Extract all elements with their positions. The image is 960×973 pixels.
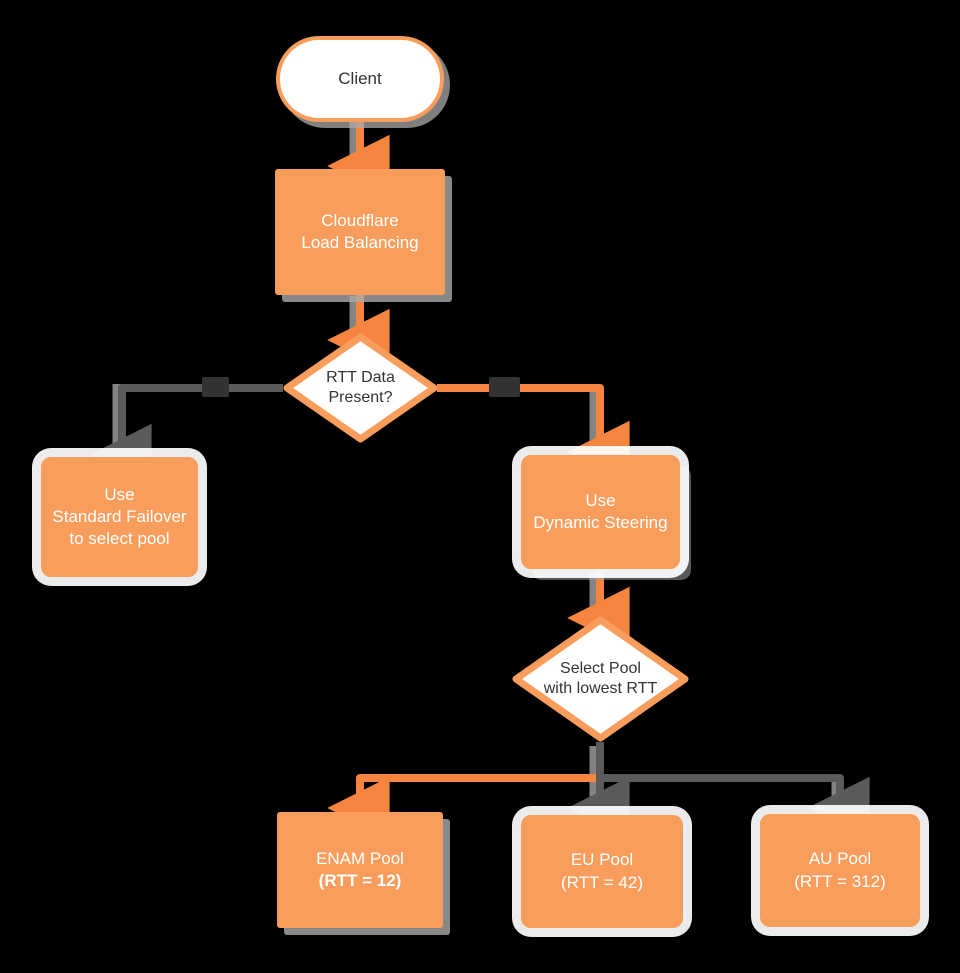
- node-cloudflare-load-balancing-label: Cloudflare Load Balancing: [301, 211, 419, 252]
- edge-label-yes: Yes: [489, 377, 521, 397]
- node-au-pool[interactable]: AU Pool (RTT = 312): [760, 814, 920, 927]
- node-select-pool-lowest-rtt[interactable]: Select Pool with lowest RTT: [512, 616, 689, 742]
- node-standard-failover-label: Use Standard Failover to select pool: [52, 485, 187, 548]
- node-au-pool-rtt: (RTT = 312): [794, 871, 886, 891]
- node-eu-pool-name: EU Pool: [570, 850, 634, 870]
- node-enam-pool-rtt: (RTT = 12): [318, 871, 402, 890]
- node-select-pool-lowest-rtt-label: Select Pool with lowest RTT: [543, 659, 658, 697]
- node-enam-pool[interactable]: ENAM Pool (RTT = 12): [277, 812, 443, 928]
- node-rtt-data-present-label: RTT Data Present?: [326, 368, 395, 406]
- edge-rttcheck-to-failover: [89, 384, 283, 487]
- node-au-pool-name: AU Pool: [808, 849, 872, 869]
- node-dynamic-steering[interactable]: Use Dynamic Steering: [521, 455, 680, 569]
- edge-selectpool-to-au: [600, 774, 870, 840]
- edge-rttcheck-to-dynamic: [437, 384, 630, 484]
- node-rtt-data-present[interactable]: RTT Data Present?: [283, 333, 438, 443]
- edge-selectpool-to-enam: [327, 742, 604, 840]
- node-standard-failover[interactable]: Use Standard Failover to select pool: [41, 457, 198, 577]
- edge-label-no: No: [202, 377, 229, 397]
- node-dynamic-steering-label: Use Dynamic Steering: [533, 491, 668, 532]
- node-cloudflare-load-balancing[interactable]: Cloudflare Load Balancing: [275, 169, 445, 295]
- node-eu-pool[interactable]: EU Pool (RTT = 42): [521, 815, 683, 928]
- edge-label-no-text: No: [207, 379, 224, 394]
- edge-label-yes-text: Yes: [494, 379, 516, 394]
- diamond-shape: [283, 333, 438, 443]
- diamond-shape: [512, 616, 689, 742]
- node-client[interactable]: Client: [276, 36, 444, 122]
- node-eu-pool-rtt: (RTT = 42): [560, 872, 644, 892]
- node-client-label: Client: [338, 69, 382, 89]
- node-enam-pool-name: ENAM Pool: [316, 848, 404, 868]
- edge-shadows: [112, 118, 841, 808]
